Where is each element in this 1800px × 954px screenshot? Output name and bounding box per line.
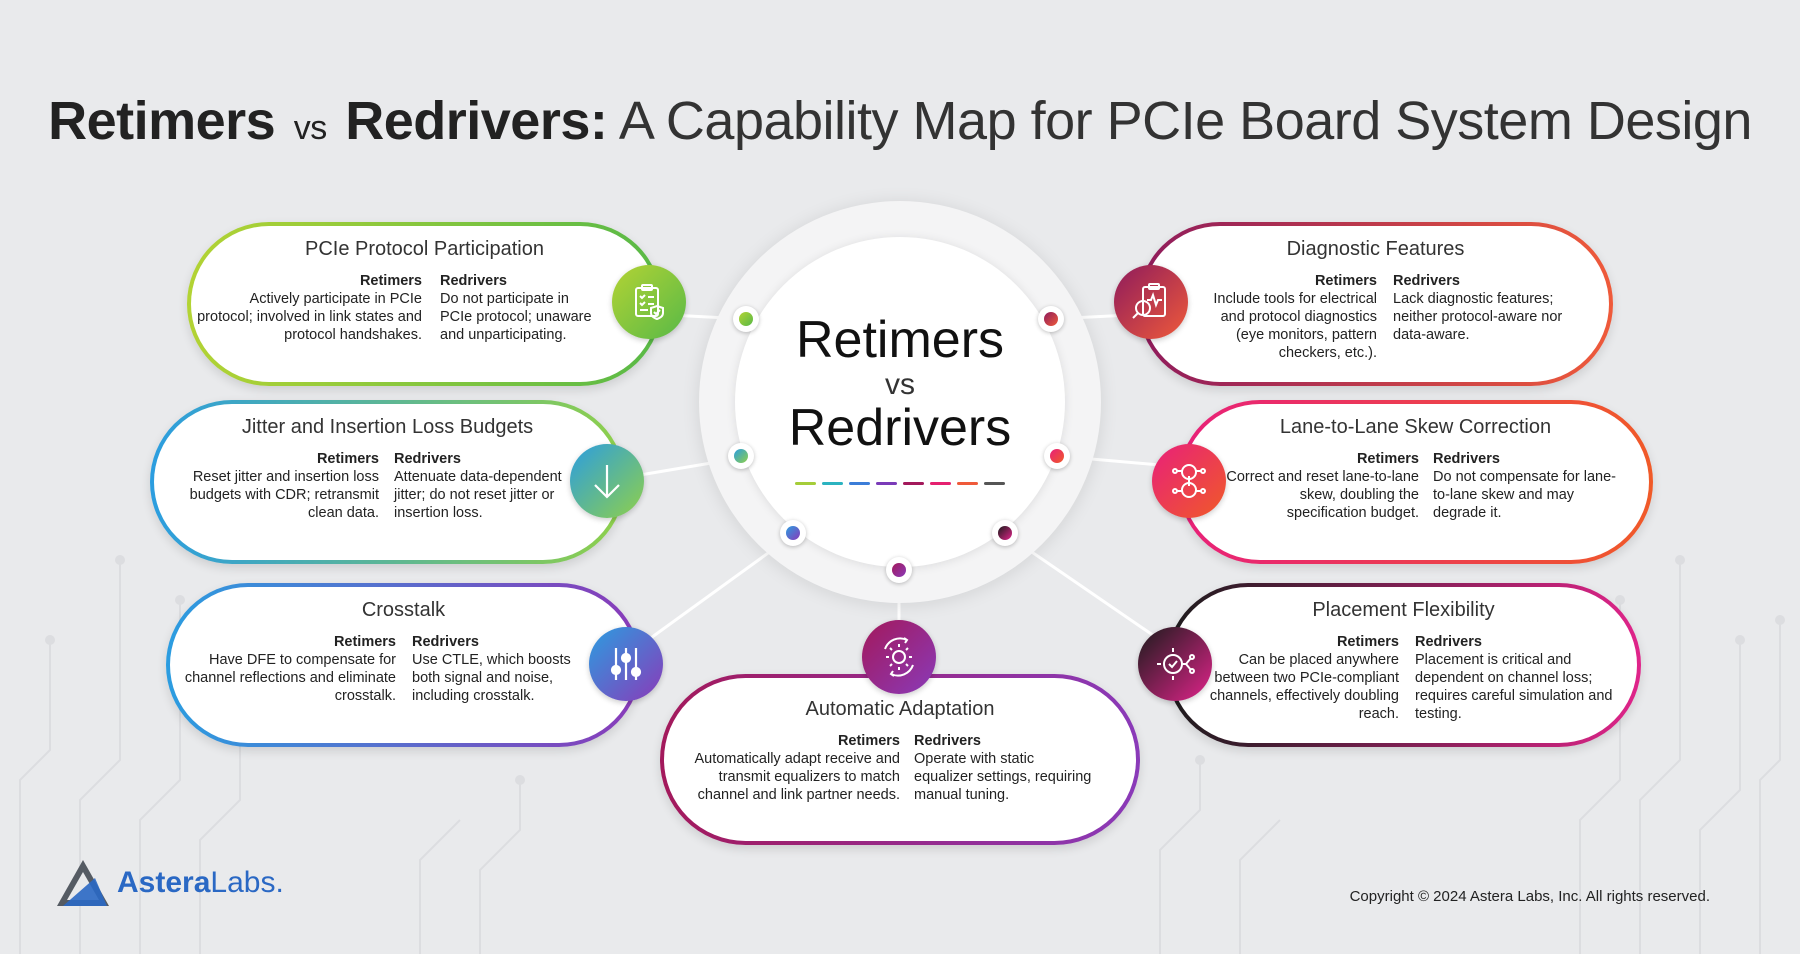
card-diagnostic-features: Diagnostic Features Retimers Include too… [1138, 222, 1613, 386]
card-crosstalk: Crosstalk Retimers Have DFE to compensat… [166, 583, 641, 747]
title-vs: vs [293, 109, 328, 147]
hub-redrivers: Redrivers [788, 399, 1012, 457]
redrivers-column: Redrivers Lack diagnostic features; neit… [1393, 272, 1578, 344]
hub-color-bars [795, 482, 1005, 486]
retimers-column: Retimers Automatically adapt receive and… [664, 732, 900, 804]
retimers-text: Automatically adapt receive and transmit… [694, 751, 900, 803]
retimers-text: Actively participate in PCIe protocol; i… [197, 291, 422, 343]
redrivers-text: Placement is critical and dependent on c… [1415, 652, 1613, 722]
hub-vs: vs [885, 368, 915, 401]
hub-bar [822, 482, 843, 485]
card-title: Jitter and Insertion Loss Budgets [241, 416, 534, 438]
redrivers-column: Redrivers Operate with static equalizer … [914, 732, 1094, 804]
hub-bar [876, 482, 897, 485]
redrivers-heading: Redrivers [1393, 273, 1460, 289]
redrivers-heading: Redrivers [1415, 634, 1482, 650]
hub-bar [849, 482, 870, 485]
title-redrivers: Redrivers: [345, 91, 608, 151]
hub-dot-adaptation [886, 557, 912, 583]
redrivers-column: Redrivers Do not compensate for lane-to-… [1433, 450, 1623, 522]
gear-cycle-icon [862, 620, 936, 694]
retimers-column: Retimers Correct and reset lane-to-lane … [1222, 450, 1419, 522]
redrivers-text: Use CTLE, which boosts both signal and n… [412, 652, 571, 704]
hub-retimers: Retimers [795, 311, 1005, 369]
card-placement-flexibility: Placement Flexibility Retimers Can be pl… [1166, 583, 1641, 747]
hub-bar [984, 482, 1005, 485]
redrivers-heading: Redrivers [440, 273, 507, 289]
card-lane-skew: Lane-to-Lane Skew Correction Retimers Co… [1178, 400, 1653, 564]
card-title: Diagnostic Features [1286, 238, 1465, 260]
retimers-text: Can be placed anywhere between two PCIe-… [1209, 652, 1399, 722]
retimers-heading: Retimers [837, 733, 900, 749]
retimers-heading: Retimers [333, 634, 396, 650]
redrivers-text: Lack diagnostic features; neither protoc… [1393, 291, 1563, 343]
hub-dot-diagnostic [1038, 306, 1064, 332]
card-title: Lane-to-Lane Skew Correction [1279, 416, 1552, 438]
logo-mark-icon [57, 860, 109, 906]
retimers-text: Reset jitter and insertion loss budgets … [189, 469, 379, 521]
card-title: PCIe Protocol Participation [304, 238, 544, 260]
redrivers-heading: Redrivers [914, 733, 981, 749]
redrivers-column: Redrivers Placement is critical and depe… [1415, 633, 1615, 723]
checklist-shield-icon [612, 265, 686, 339]
hub-dot-jitter [728, 443, 754, 469]
redrivers-column: Redrivers Do not participate in PCIe pro… [440, 272, 600, 344]
redrivers-text: Do not participate in PCIe protocol; una… [440, 291, 592, 343]
card-title: Placement Flexibility [1312, 599, 1495, 621]
redrivers-text: Attenuate data-dependent jitter; do not … [394, 469, 562, 521]
hub-circle [735, 237, 1065, 567]
retimers-heading: Retimers [1336, 634, 1399, 650]
diagnostic-clipboard-icon [1114, 265, 1188, 339]
retimers-text: Include tools for electrical and protoco… [1213, 291, 1377, 361]
card-pcie-protocol: PCIe Protocol Participation Retimers Act… [187, 222, 662, 386]
card-title: Crosstalk [361, 599, 446, 621]
gear-network-icon [1138, 627, 1212, 701]
retimers-text: Have DFE to compensate for channel refle… [184, 652, 396, 704]
sliders-icon [589, 627, 663, 701]
arrow-down-icon [570, 444, 644, 518]
redrivers-column: Redrivers Use CTLE, which boosts both si… [412, 633, 587, 705]
redrivers-heading: Redrivers [1433, 451, 1500, 467]
redrivers-text: Do not compensate for lane-to-lane skew … [1433, 469, 1616, 521]
hub-dot-protocol [733, 306, 759, 332]
card-automatic-adaptation: Automatic Adaptation Retimers Automatica… [660, 674, 1140, 845]
retimers-column: Retimers Can be placed anywhere between … [1200, 633, 1399, 723]
redrivers-text: Operate with static equalizer settings, … [914, 751, 1092, 803]
chain-link-icon [1152, 444, 1226, 518]
hub-dot-crosstalk [780, 520, 806, 546]
hub-dot-skew [1044, 443, 1070, 469]
hub-dot-placement [992, 520, 1018, 546]
retimers-heading: Retimers [1356, 451, 1419, 467]
title-retimers: Retimers [48, 91, 276, 151]
retimers-text: Correct and reset lane-to-lane skew, dou… [1226, 469, 1419, 521]
hub-bar [795, 482, 816, 485]
card-title: Automatic Adaptation [805, 698, 995, 720]
retimers-heading: Retimers [316, 451, 379, 467]
redrivers-heading: Redrivers [412, 634, 479, 650]
retimers-heading: Retimers [359, 273, 422, 289]
retimers-column: Retimers Actively participate in PCIe pr… [191, 272, 422, 344]
page-title: Retimers vs Redrivers: A Capability Map … [0, 90, 1800, 152]
retimers-heading: Retimers [1314, 273, 1377, 289]
retimers-column: Retimers Include tools for electrical an… [1197, 272, 1377, 362]
hub-bar [903, 482, 924, 485]
hub-bar [957, 482, 978, 485]
copyright-notice: Copyright © 2024 Astera Labs, Inc. All r… [1349, 888, 1710, 905]
title-subtitle: A Capability Map for PCIe Board System D… [618, 91, 1753, 151]
redrivers-heading: Redrivers [394, 451, 461, 467]
retimers-column: Retimers Reset jitter and insertion loss… [154, 450, 379, 522]
astera-labs-logo: AsteraLabs. [55, 855, 284, 911]
retimers-column: Retimers Have DFE to compensate for chan… [170, 633, 396, 705]
card-jitter-loss: Jitter and Insertion Loss Budgets Retime… [150, 400, 625, 564]
hub-bar [930, 482, 951, 485]
logo-wordmark: AsteraLabs. [117, 866, 284, 899]
redrivers-column: Redrivers Attenuate data-dependent jitte… [394, 450, 574, 522]
